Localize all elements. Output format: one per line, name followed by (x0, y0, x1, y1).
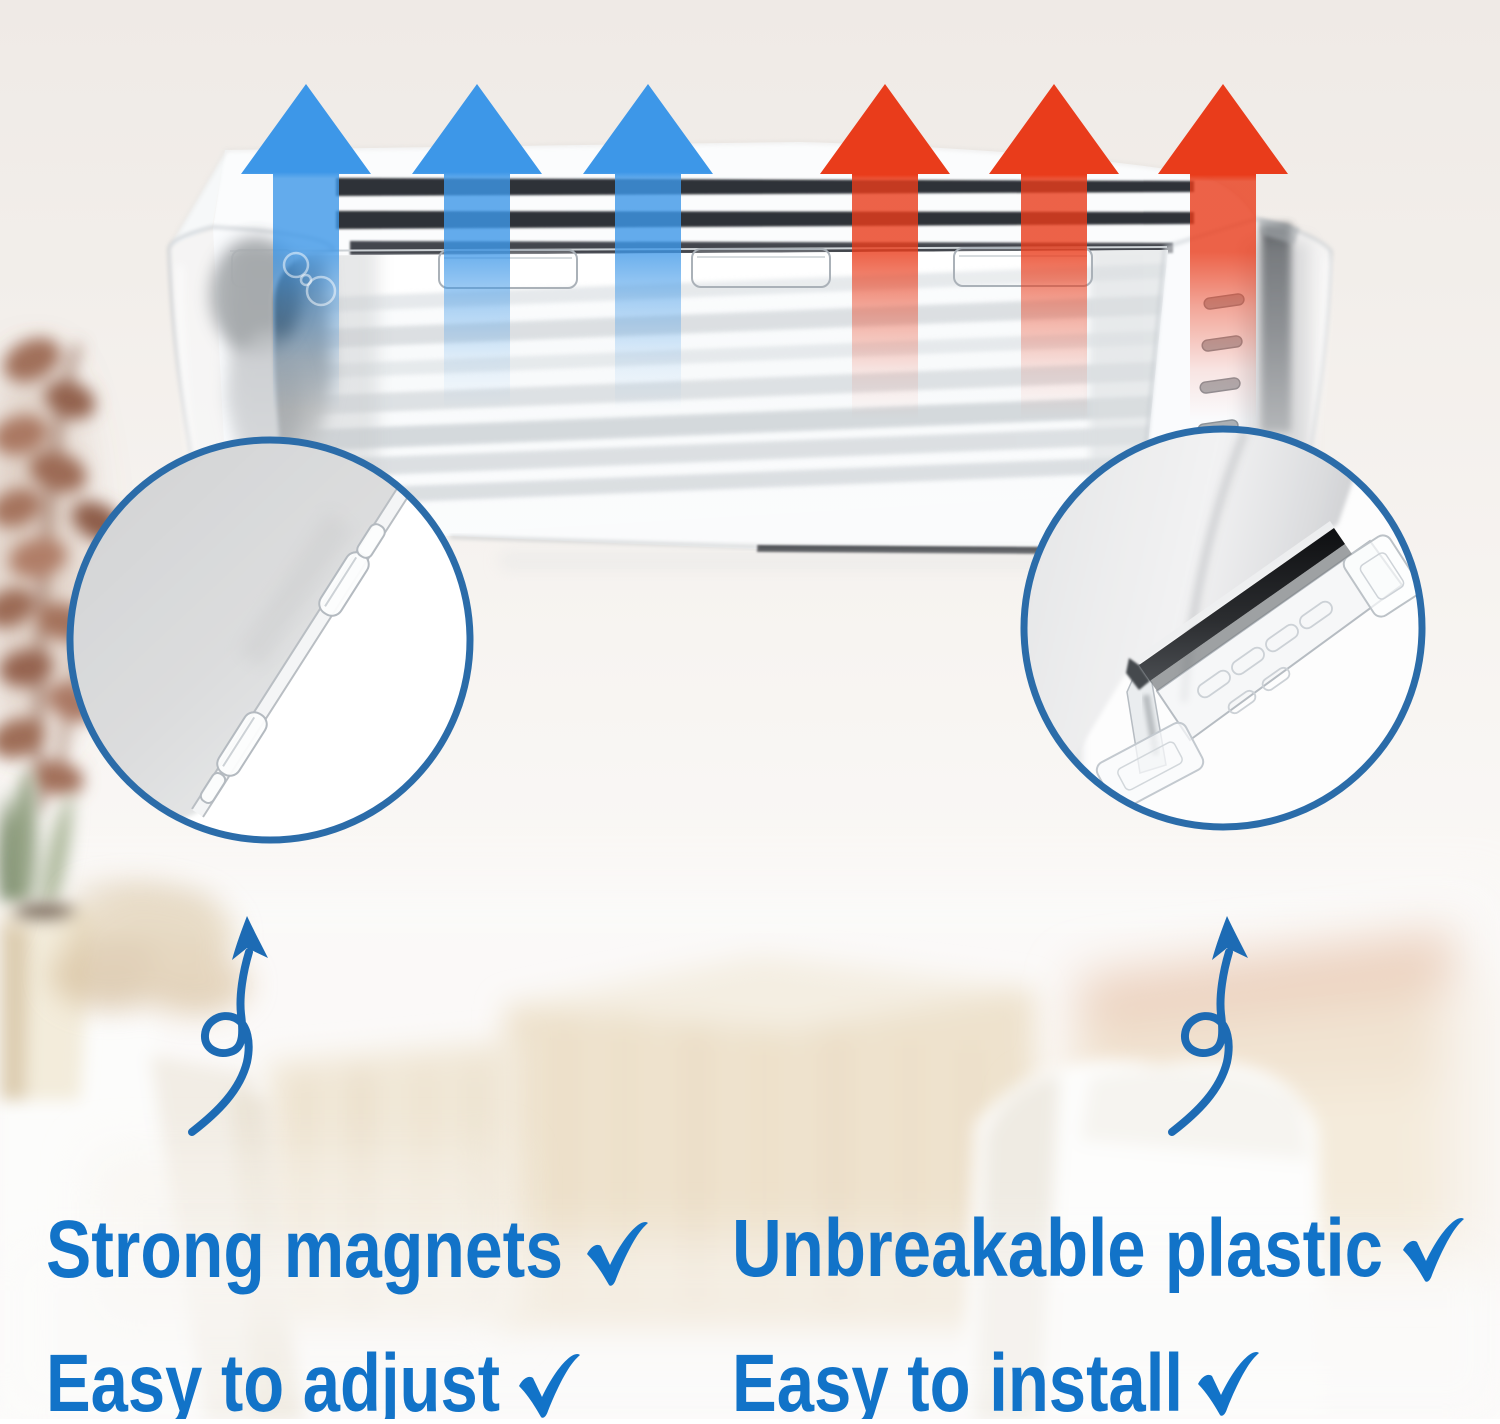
svg-text:Strong magnets: Strong magnets (46, 1204, 563, 1295)
svg-text:Unbreakable plastic: Unbreakable plastic (732, 1203, 1383, 1294)
svg-text:Easy to adjust: Easy to adjust (46, 1338, 500, 1419)
svg-text:Easy to install: Easy to install (732, 1338, 1183, 1419)
